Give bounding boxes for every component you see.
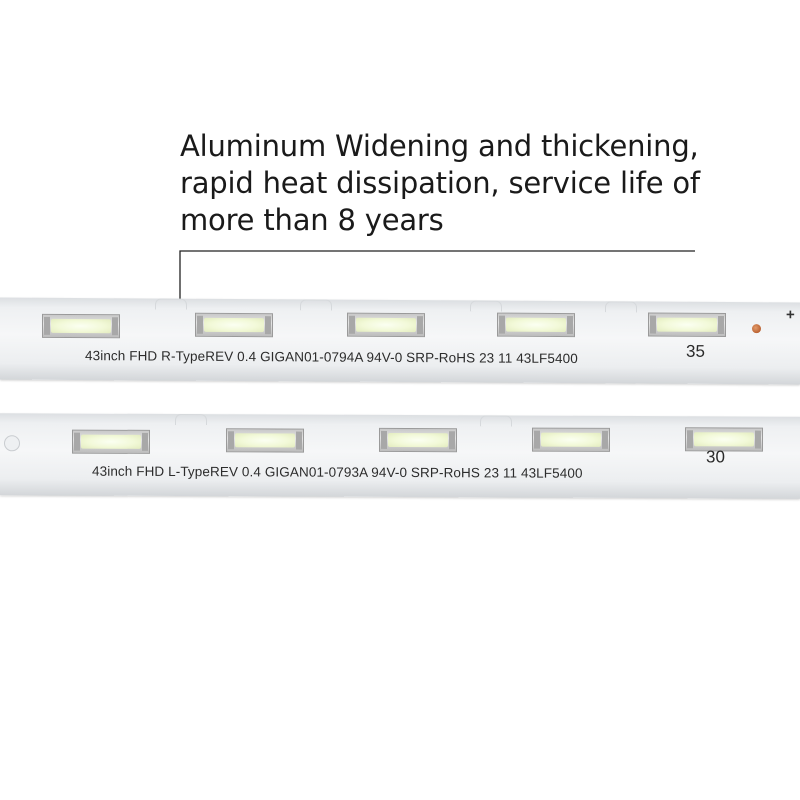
led-strip-bottom: 43inch FHD L-TypeREV 0.4 GIGAN01-0793A 9… — [0, 413, 800, 499]
polarity-plus: + — [786, 306, 795, 324]
led-chip — [226, 428, 304, 453]
strip-notch — [175, 414, 207, 426]
strip-number: 35 — [686, 341, 705, 361]
led-chip — [648, 312, 726, 337]
strip-notch — [300, 299, 332, 311]
mount-hole — [4, 435, 20, 452]
solder-point — [752, 324, 761, 334]
led-chip — [532, 427, 610, 452]
strip-notch — [155, 298, 187, 310]
feature-caption: Aluminum Widening and thickening, rapid … — [180, 128, 780, 239]
caption-line-1: Aluminum Widening and thickening, — [180, 129, 699, 163]
caption-line-3: more than 8 years — [180, 203, 444, 237]
strip-notch — [470, 300, 502, 312]
led-chip — [379, 427, 457, 453]
strip-notch — [480, 415, 512, 427]
caption-line-2: rapid heat dissipation, service life of — [180, 166, 700, 200]
led-chip — [497, 312, 575, 338]
led-chip — [72, 429, 150, 454]
silkscreen-label: 43inch FHD L-TypeREV 0.4 GIGAN01-0793A 9… — [92, 463, 583, 481]
led-chip — [347, 312, 425, 338]
strip-notch — [605, 301, 637, 313]
led-chip — [195, 312, 273, 338]
strip-number: 30 — [706, 447, 725, 467]
led-strip-top: 43inch FHD R-TypeREV 0.4 GIGAN01-0794A 9… — [0, 297, 800, 385]
silkscreen-label: 43inch FHD R-TypeREV 0.4 GIGAN01-0794A 9… — [85, 348, 578, 367]
led-chip — [42, 313, 120, 339]
